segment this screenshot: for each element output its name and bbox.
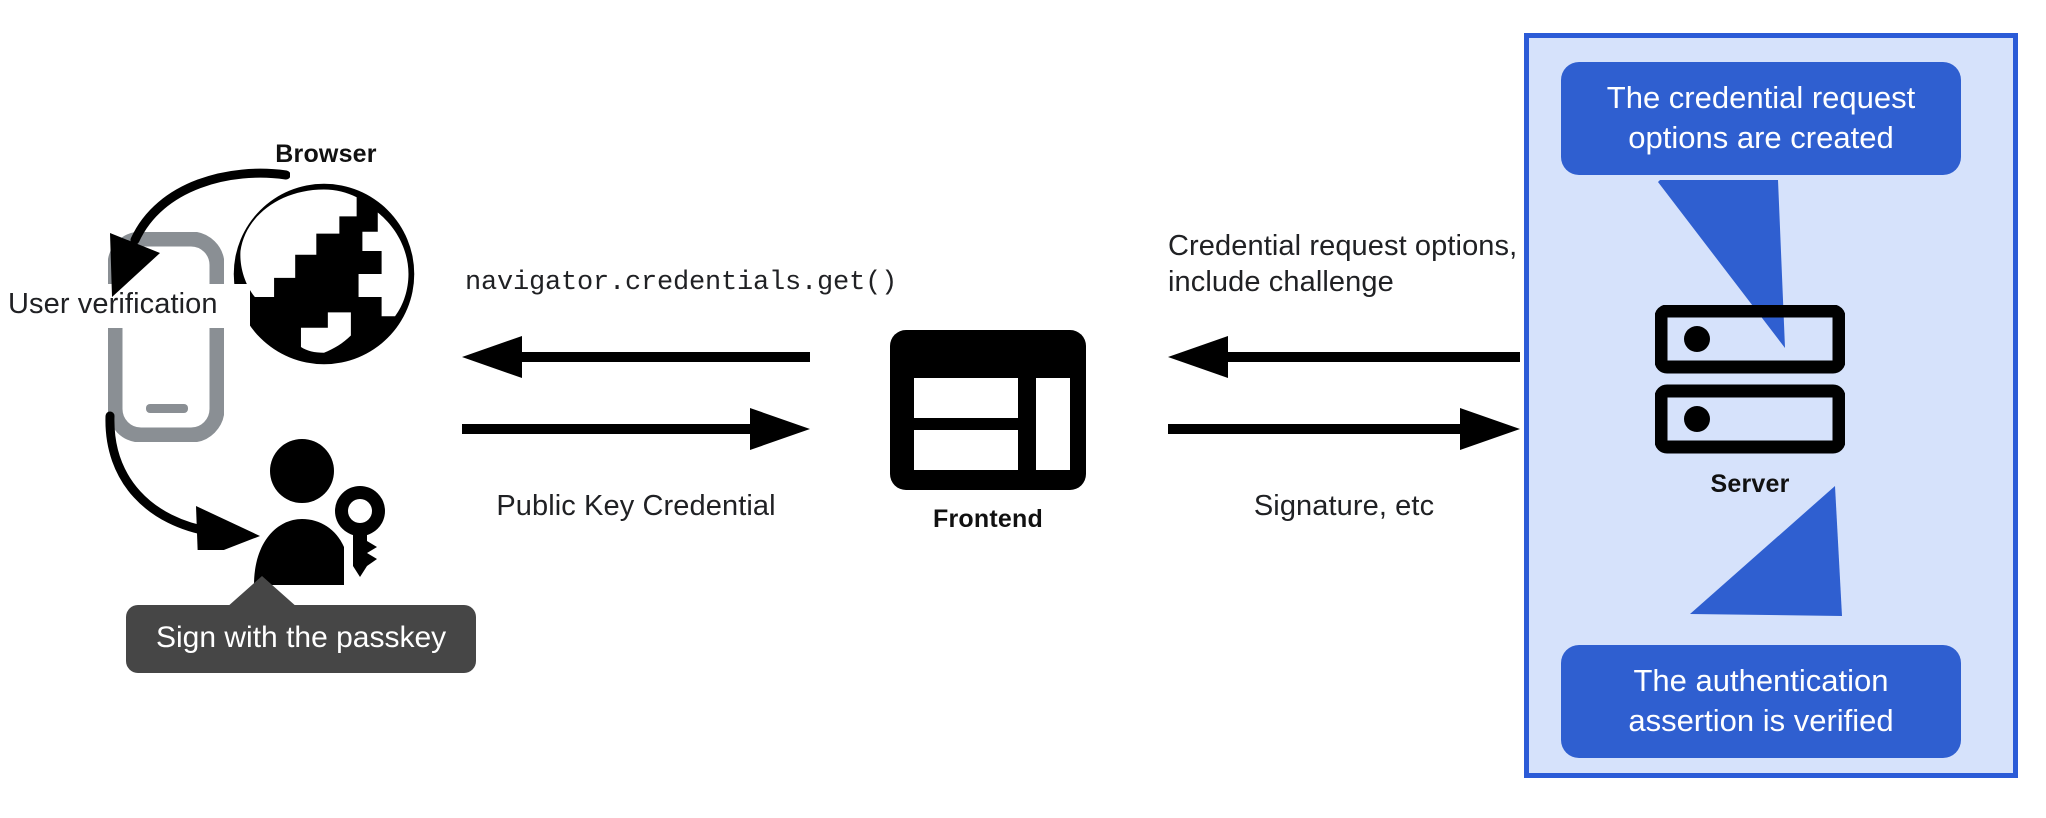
person-with-key-icon xyxy=(254,439,385,585)
bottom-callout-bubble: The authentication assertion is verified xyxy=(1561,645,1961,758)
signature-etc-label: Signature, etc xyxy=(1253,490,1435,522)
server-rack-icon xyxy=(1655,305,1845,454)
server-to-frontend-arrow xyxy=(1168,336,1520,378)
server-label: Server xyxy=(1710,470,1790,498)
browser-to-phone-arrow xyxy=(110,168,290,297)
frontend-to-server-arrow xyxy=(1168,408,1520,450)
public-key-credential-label: Public Key Credential xyxy=(496,490,776,522)
top-callout-bubble: The credential request options are creat… xyxy=(1561,62,1961,175)
navigator-get-label: navigator.credentials.get() xyxy=(465,268,898,298)
user-verification-label: User verification xyxy=(8,288,218,320)
passkey-tooltip-notch xyxy=(226,576,298,608)
mobile-phone-icon xyxy=(108,232,224,442)
credential-request-options-label: Credential request options, include chal… xyxy=(1168,230,1518,299)
frontend-label: Frontend xyxy=(933,505,1043,533)
globe-icon xyxy=(233,183,415,365)
passkey-tooltip: Sign with the passkey xyxy=(126,605,477,673)
browser-label: Browser xyxy=(275,140,377,168)
browser-to-frontend-arrow xyxy=(462,408,810,450)
phone-to-user-arrow xyxy=(105,411,260,550)
bottom-callout-tail xyxy=(1690,486,1842,616)
frontend-to-browser-arrow xyxy=(462,336,810,378)
user-verification-text-backdrop xyxy=(0,284,250,328)
web-layout-icon xyxy=(890,330,1086,490)
